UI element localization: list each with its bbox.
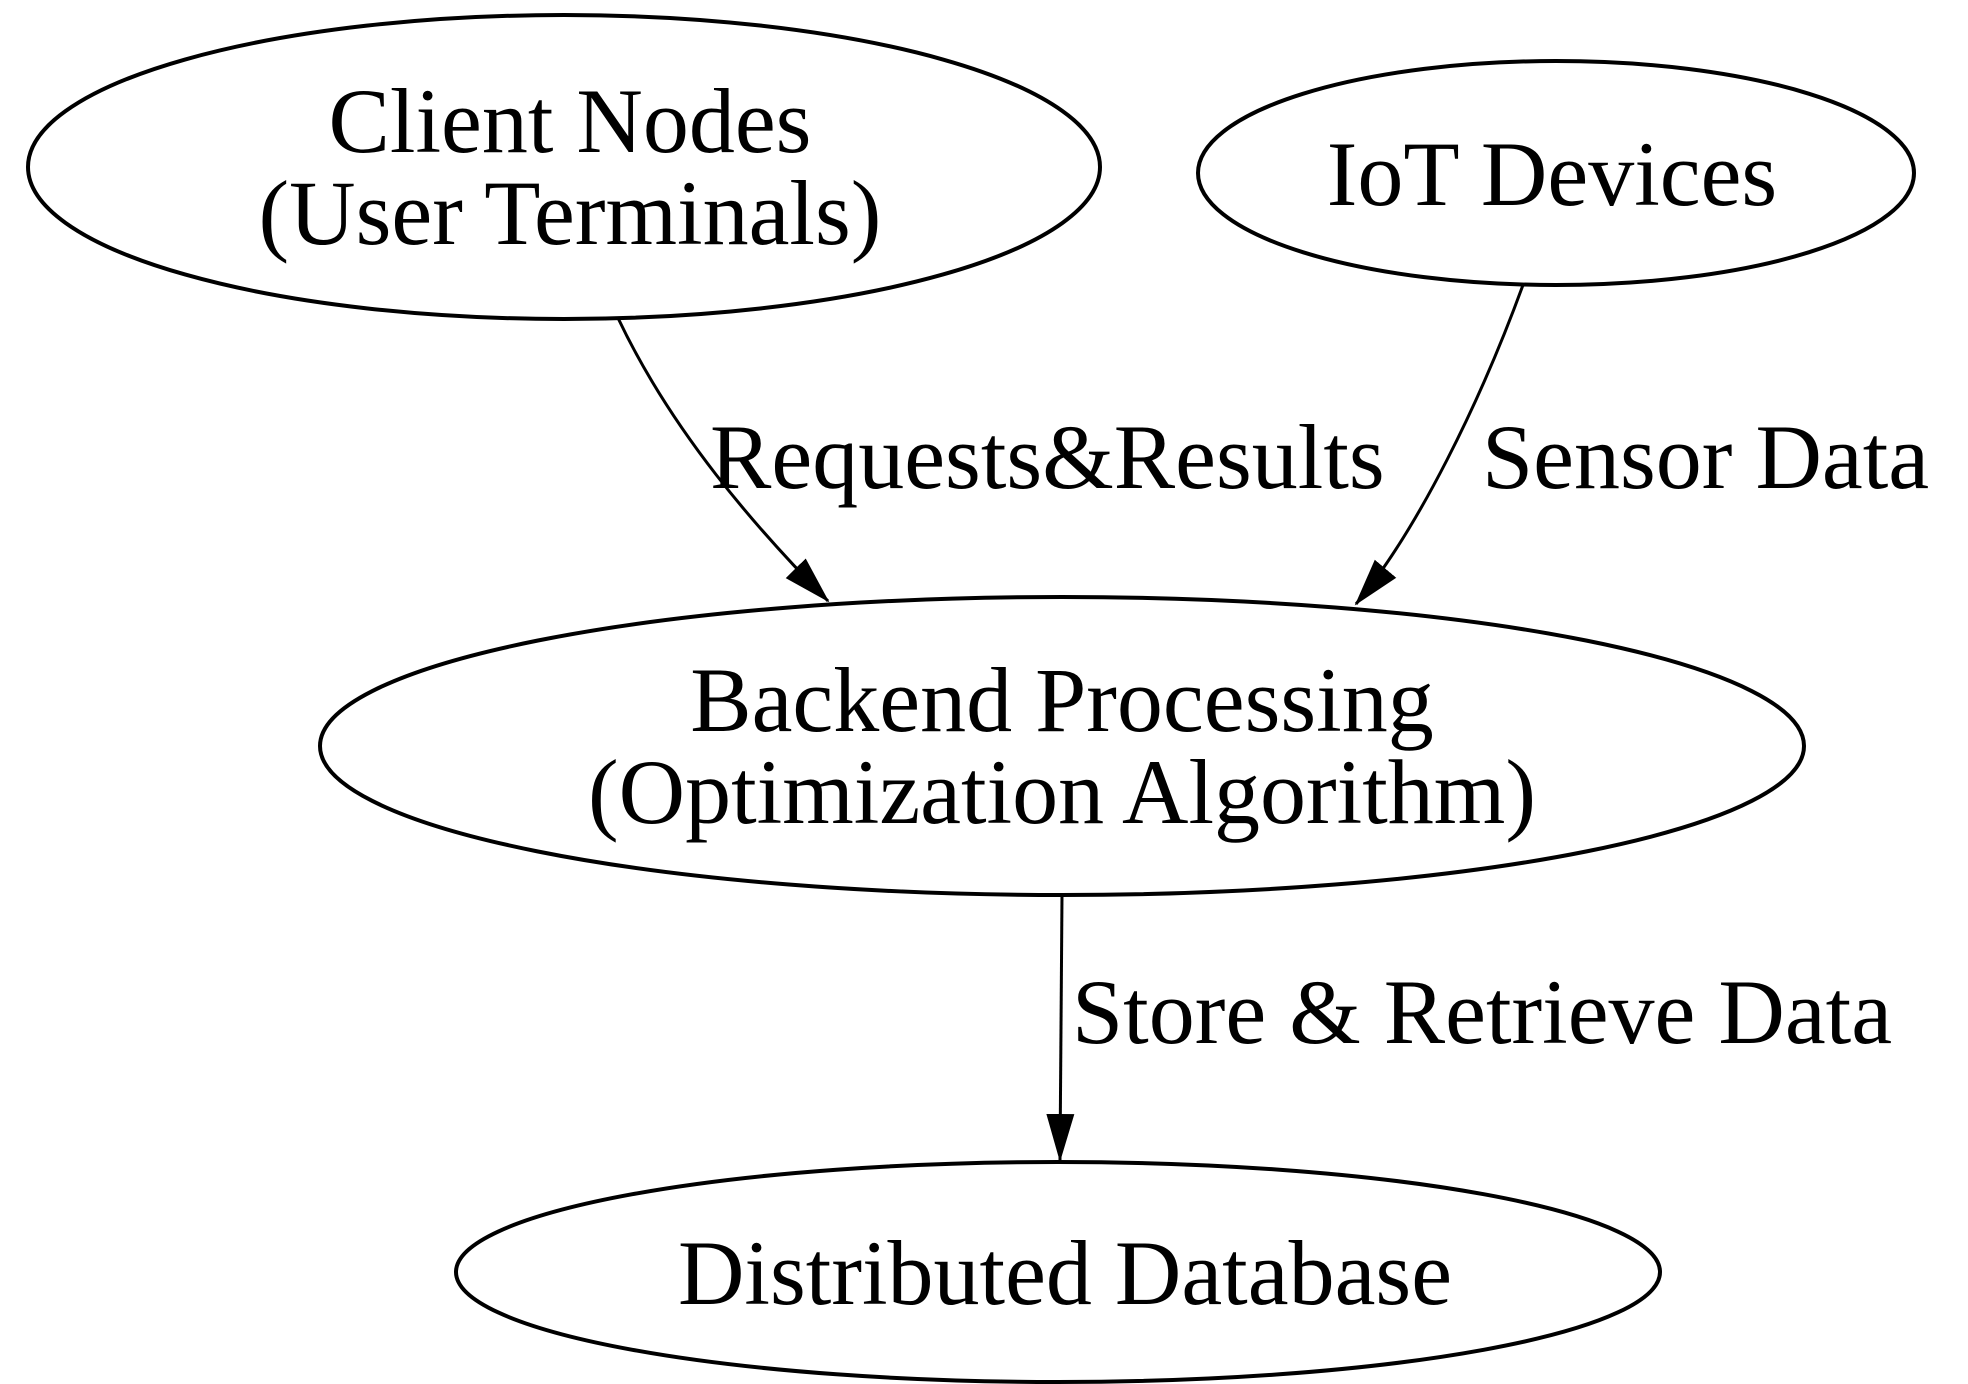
iot-devices-ellipse: [1196, 59, 1916, 287]
backend-processing-ellipse: [318, 595, 1806, 897]
client-nodes-label-line1: Client Nodes: [329, 70, 812, 172]
client-nodes-label-line2: (User Terminals): [259, 162, 882, 264]
client-nodes-ellipse: [26, 13, 1102, 321]
iot-devices-label: IoT Devices: [1327, 123, 1777, 225]
edge-client-to-backend: Requests&Results: [616, 317, 1385, 603]
edge-iot-to-backend: Sensor Data: [1354, 284, 1929, 606]
edge-client-to-backend-line: [616, 317, 830, 603]
node-backend-processing: Backend Processing (Optimization Algorit…: [318, 595, 1806, 897]
edge-label-store-retrieve-data: Store & Retrieve Data: [1072, 961, 1892, 1063]
edge-backend-to-database: Store & Retrieve Data: [1046, 894, 1892, 1162]
backend-processing-label-line1: Backend Processing: [690, 649, 1434, 751]
node-iot-devices: IoT Devices: [1196, 59, 1916, 287]
distributed-database-label: Distributed Database: [678, 1222, 1452, 1324]
edge-backend-to-database-line: [1046, 894, 1075, 1162]
edge-label-sensor-data: Sensor Data: [1482, 406, 1929, 508]
node-distributed-database: Distributed Database: [454, 1160, 1662, 1384]
edge-iot-to-backend-line: [1354, 284, 1525, 606]
edge-label-requests-results: Requests&Results: [710, 406, 1385, 508]
backend-processing-label-line2: (Optimization Algorithm): [588, 741, 1536, 843]
node-client-nodes: Client Nodes (User Terminals): [26, 13, 1102, 321]
distributed-database-ellipse: [454, 1160, 1662, 1384]
